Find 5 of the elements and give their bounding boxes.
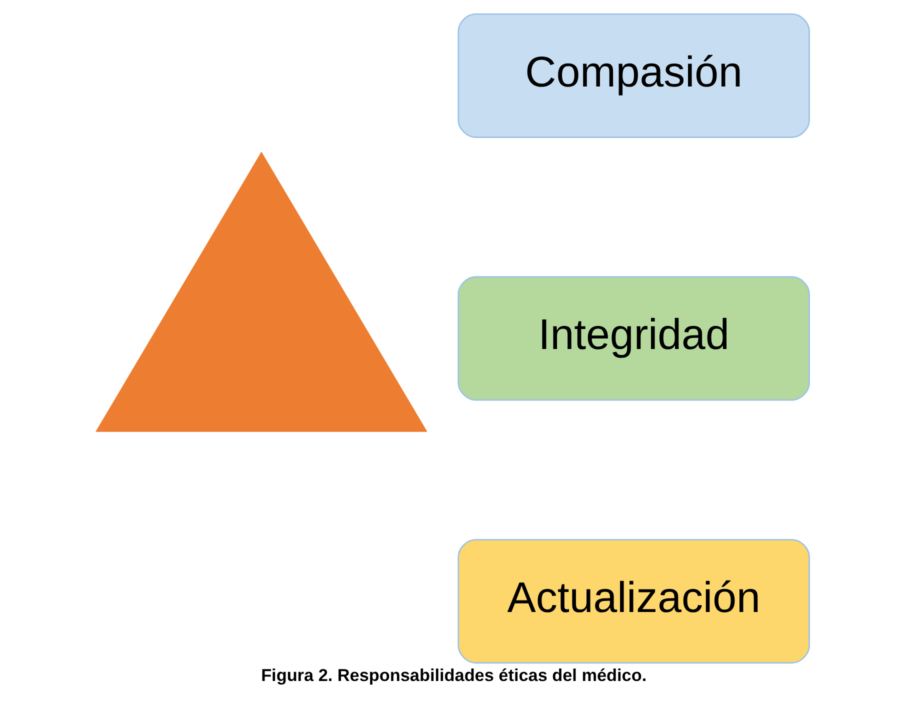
node-box: Integridad [457,276,810,401]
node-box: Compasión [457,13,810,138]
caption: Figura 2. Responsabilidades éticas del médico. [260,664,646,685]
node-triangle [94,152,427,432]
node-box: Actualización [457,538,810,664]
